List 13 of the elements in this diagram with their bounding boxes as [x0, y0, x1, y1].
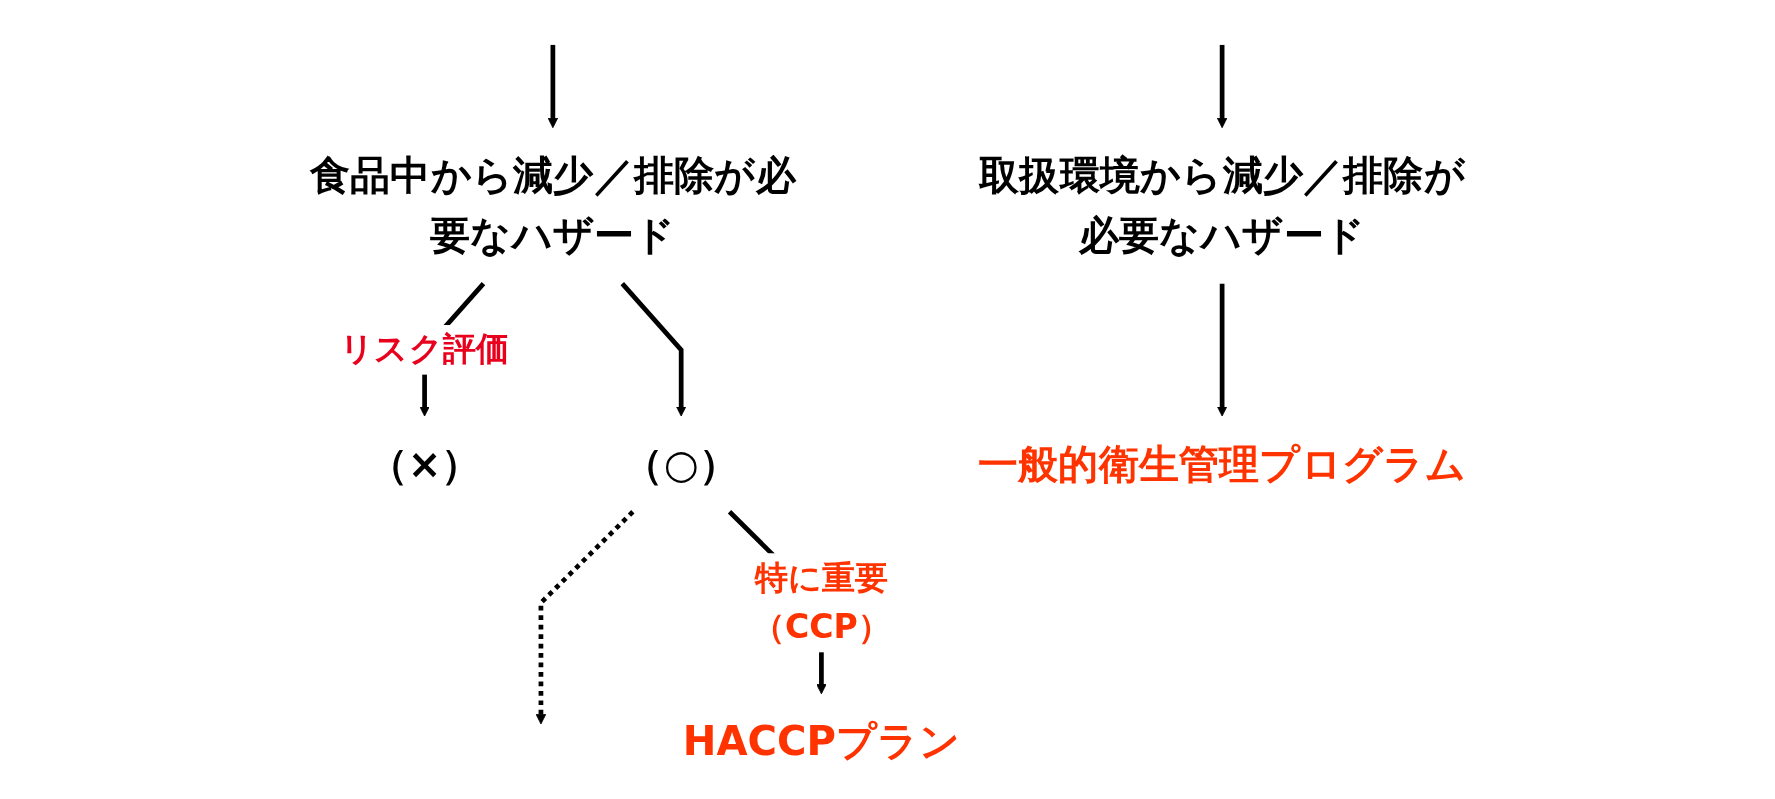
edge-label: 特に重要（CCP） [751, 557, 891, 647]
node-text: （○） [623, 439, 739, 487]
node-text: 食品中から減少／排除が必要なハザード [309, 151, 796, 259]
node-text: 取扱環境から減少／排除が必要なハザード [979, 151, 1466, 259]
arrow [1216, 283, 1228, 417]
node-text: 一般的衛生管理プログラム [978, 439, 1467, 487]
arrow [1216, 44, 1228, 129]
arrow [535, 510, 635, 725]
node-text: HACCPプラン [682, 717, 961, 765]
arrow [620, 282, 687, 417]
node-text: （×） [367, 439, 482, 487]
edge-label: リスク評価 [340, 329, 510, 369]
arrow [547, 44, 559, 129]
